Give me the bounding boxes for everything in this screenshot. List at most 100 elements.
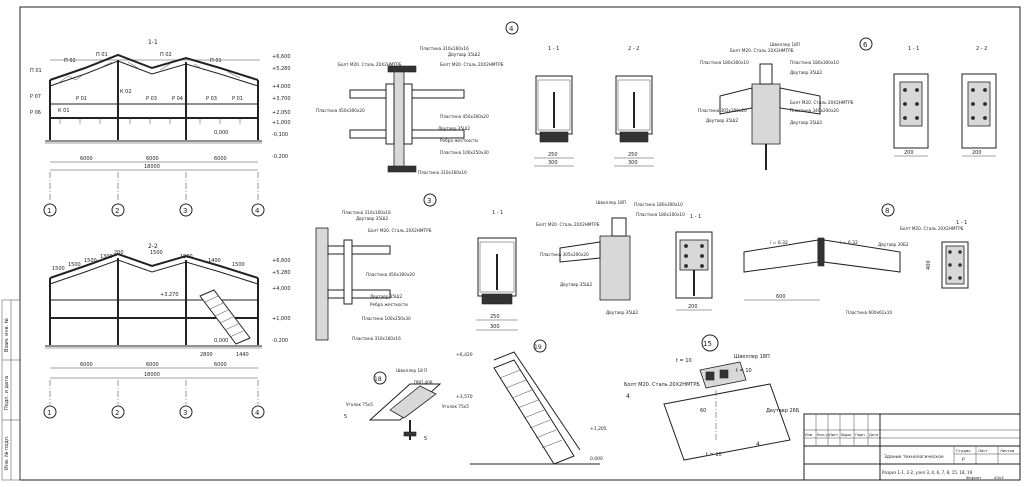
node-3-number: 3 (427, 197, 431, 205)
top-dim-7: 1500 (180, 254, 193, 260)
n15-c3: t = 10 (676, 358, 692, 364)
n7-c4: Пластина 305х200х20 (540, 252, 589, 257)
n8-i2: i = 6.32 (840, 240, 858, 246)
tb-format-val: А3х3 (994, 475, 1004, 480)
frame1-label-r03b: Р 03 (206, 96, 217, 102)
n15-c2: Двутавр 26Б (766, 408, 800, 414)
node-19-elevations: +6,420 +3,570 +1,205 0,000 (456, 352, 607, 462)
n6-c3: Пластина 180х300х10 (790, 60, 839, 65)
tb-col-0: Изм (805, 433, 813, 437)
tb-col-3: №док (841, 433, 852, 437)
elev-4: +3,700 (272, 96, 291, 102)
section-2-2-title: 2-2 (148, 243, 158, 250)
n8-w1: 600 (776, 294, 786, 300)
n4-c7: Ребра жесткости (440, 138, 478, 143)
f2-elev-6: 0,000 (214, 338, 228, 344)
node-3-callouts: Пластина 310х160х16 Двутавр 35Ш2 Болт М2… (342, 210, 432, 341)
frame1-label-r01: Р 01 (76, 96, 87, 102)
node-6-callouts: Швеллер 18П Болт М20. Сталь 20Х2НМТРБ Пл… (698, 42, 854, 125)
node-4-callouts: Пластина 310х160х16 Двутавр 35Ш2 Болт М2… (316, 46, 504, 175)
n4-cut1: 1 - 1 (548, 46, 559, 52)
n3-c7: Пластина 310х160х16 (352, 336, 401, 341)
f2-elev-2: +5,280 (272, 270, 291, 276)
n4-c5: Пластина 450х300х20 (440, 114, 489, 119)
n7-c2: Болт М20. Сталь 20Х2НМТРБ (536, 222, 600, 227)
top-dim-9: 1500 (232, 262, 245, 268)
top-dim-3: 1500 (84, 258, 97, 264)
tb-col-1: Кол.уч (817, 433, 829, 437)
top-dim-1: 1500 (52, 266, 65, 272)
frame1-purlin-label: П 01 (30, 68, 42, 74)
n19-e4: 0,000 (590, 456, 603, 462)
axis-1: 1 (47, 207, 51, 215)
n3-c3: Пластина 450х300х20 (366, 272, 415, 277)
n4-w1: 250 (548, 152, 558, 158)
n4-w3: 250 (628, 152, 638, 158)
n18-d2: 5 (424, 436, 427, 442)
n7-c3: Пластина 180х100х10 (636, 212, 685, 217)
node-8-callouts: Болт М20. Сталь 20Х2НМТРБ Двутавр 30Б2 П… (846, 226, 964, 315)
n4-c4: Пластина 450х300х20 (316, 108, 365, 113)
f2-elev-5: +1,000 (272, 316, 291, 322)
f2-elev-4: +3,270 (160, 292, 179, 298)
axis-3b: 3 (183, 409, 187, 417)
frame1-purlin-label-3: П 01 (96, 52, 108, 58)
n6-c8: Пластина 340х200х20 (790, 108, 839, 113)
frame1-purlin-label-5: П 01 (210, 58, 222, 64)
n18-c0: Швеллер 18 П (396, 368, 427, 373)
strip-label-1: Инв. № подл. (4, 435, 10, 470)
node-4: 4 Пластина 310х160х16 Двутавр 35Ш2 Болт … (316, 21, 654, 175)
axis-4: 4 (255, 207, 260, 215)
n7-c6: Двутавр 35Ш2 (606, 310, 638, 315)
elev-2: +5,280 (272, 66, 291, 72)
axis-3: 3 (183, 207, 187, 215)
elev-6: +1,000 (272, 120, 291, 126)
elev-5: +2,050 (272, 110, 291, 116)
n4-c1: Двутавр 35Ш2 (448, 52, 480, 57)
n19-e3: +1,205 (590, 426, 607, 432)
n6-c7: Болт М20. Сталь 20Х2НМТРБ (790, 100, 854, 105)
top-dim-8: 1400 (208, 258, 221, 264)
n8-c2: Пластина 600х61х10 (846, 310, 892, 315)
tb-stage-val: Р (962, 457, 965, 463)
frame2-dim-d1: 2800 (200, 352, 213, 358)
elev-9: -0,200 (272, 154, 288, 160)
node-7: Швеллер 18П Пластина 180х300х10 Болт М20… (536, 200, 713, 315)
n15-c0: Швеллер 18П (734, 354, 770, 360)
f2-elev-3: +4,000 (272, 286, 291, 292)
n6-c0: Швеллер 18П (770, 42, 800, 47)
node-8: 8 i = 6.32 i = 6.32 Болт М20. Сталь 20Х2… (743, 203, 969, 315)
frame2-dim-span2: 6000 (146, 362, 159, 368)
frame2-dim-d2: 1440 (236, 352, 249, 358)
n15-d3: 60 (700, 408, 706, 414)
frame1-elevations: +6,600 +5,280 +4,000 +3,700 +2,050 +1,00… (214, 54, 291, 160)
n15-d2: 4 (756, 441, 760, 448)
axis-2: 2 (115, 207, 119, 215)
n19-e2: +3,570 (456, 394, 473, 400)
frame2-dim-span3: 6000 (214, 362, 227, 368)
n7-c0: Швеллер 18П (596, 200, 626, 205)
elev-3: +4,000 (272, 84, 291, 90)
node-4-number: 4 (509, 25, 514, 33)
frame2-top-dims: 1500 1500 1500 1300 200 1500 1500 1400 1… (52, 250, 245, 272)
n18-d1: 5 (344, 414, 347, 420)
node-6-number: 6 (863, 41, 868, 49)
n3-c0: Пластина 310х160х16 (342, 210, 391, 215)
frame1-label-r01b: Р 01 (232, 96, 243, 102)
elev-7: 0,000 (214, 130, 228, 136)
frame2-dim-span1: 6000 (80, 362, 93, 368)
frame1-dim-span1: 6000 (80, 156, 93, 162)
tb-lists: Листов (1000, 448, 1015, 453)
node-18-callouts: Швеллер 18 П ПВП 408 Уголок 75х5 Уголок … (346, 368, 469, 409)
n3-c1: Двутавр 35Ш2 (356, 216, 388, 221)
frame2-dim-total: 18000 (144, 372, 160, 378)
n3-c6: Пластина 100х250х30 (362, 316, 411, 321)
frame1-label-r03: Р 03 (146, 96, 157, 102)
n15-c4: t = 10 (736, 368, 752, 374)
n18-c1: ПВП 408 (414, 380, 433, 385)
n6-c6: Двутавр 35Ш2 (706, 118, 738, 123)
n7-c1: Пластина 180х300х10 (634, 202, 683, 207)
n4-c9: Пластина 310х160х16 (418, 170, 467, 175)
frame1-dim-span3: 6000 (214, 156, 227, 162)
frame1-label-r04: Р 04 (172, 96, 183, 102)
